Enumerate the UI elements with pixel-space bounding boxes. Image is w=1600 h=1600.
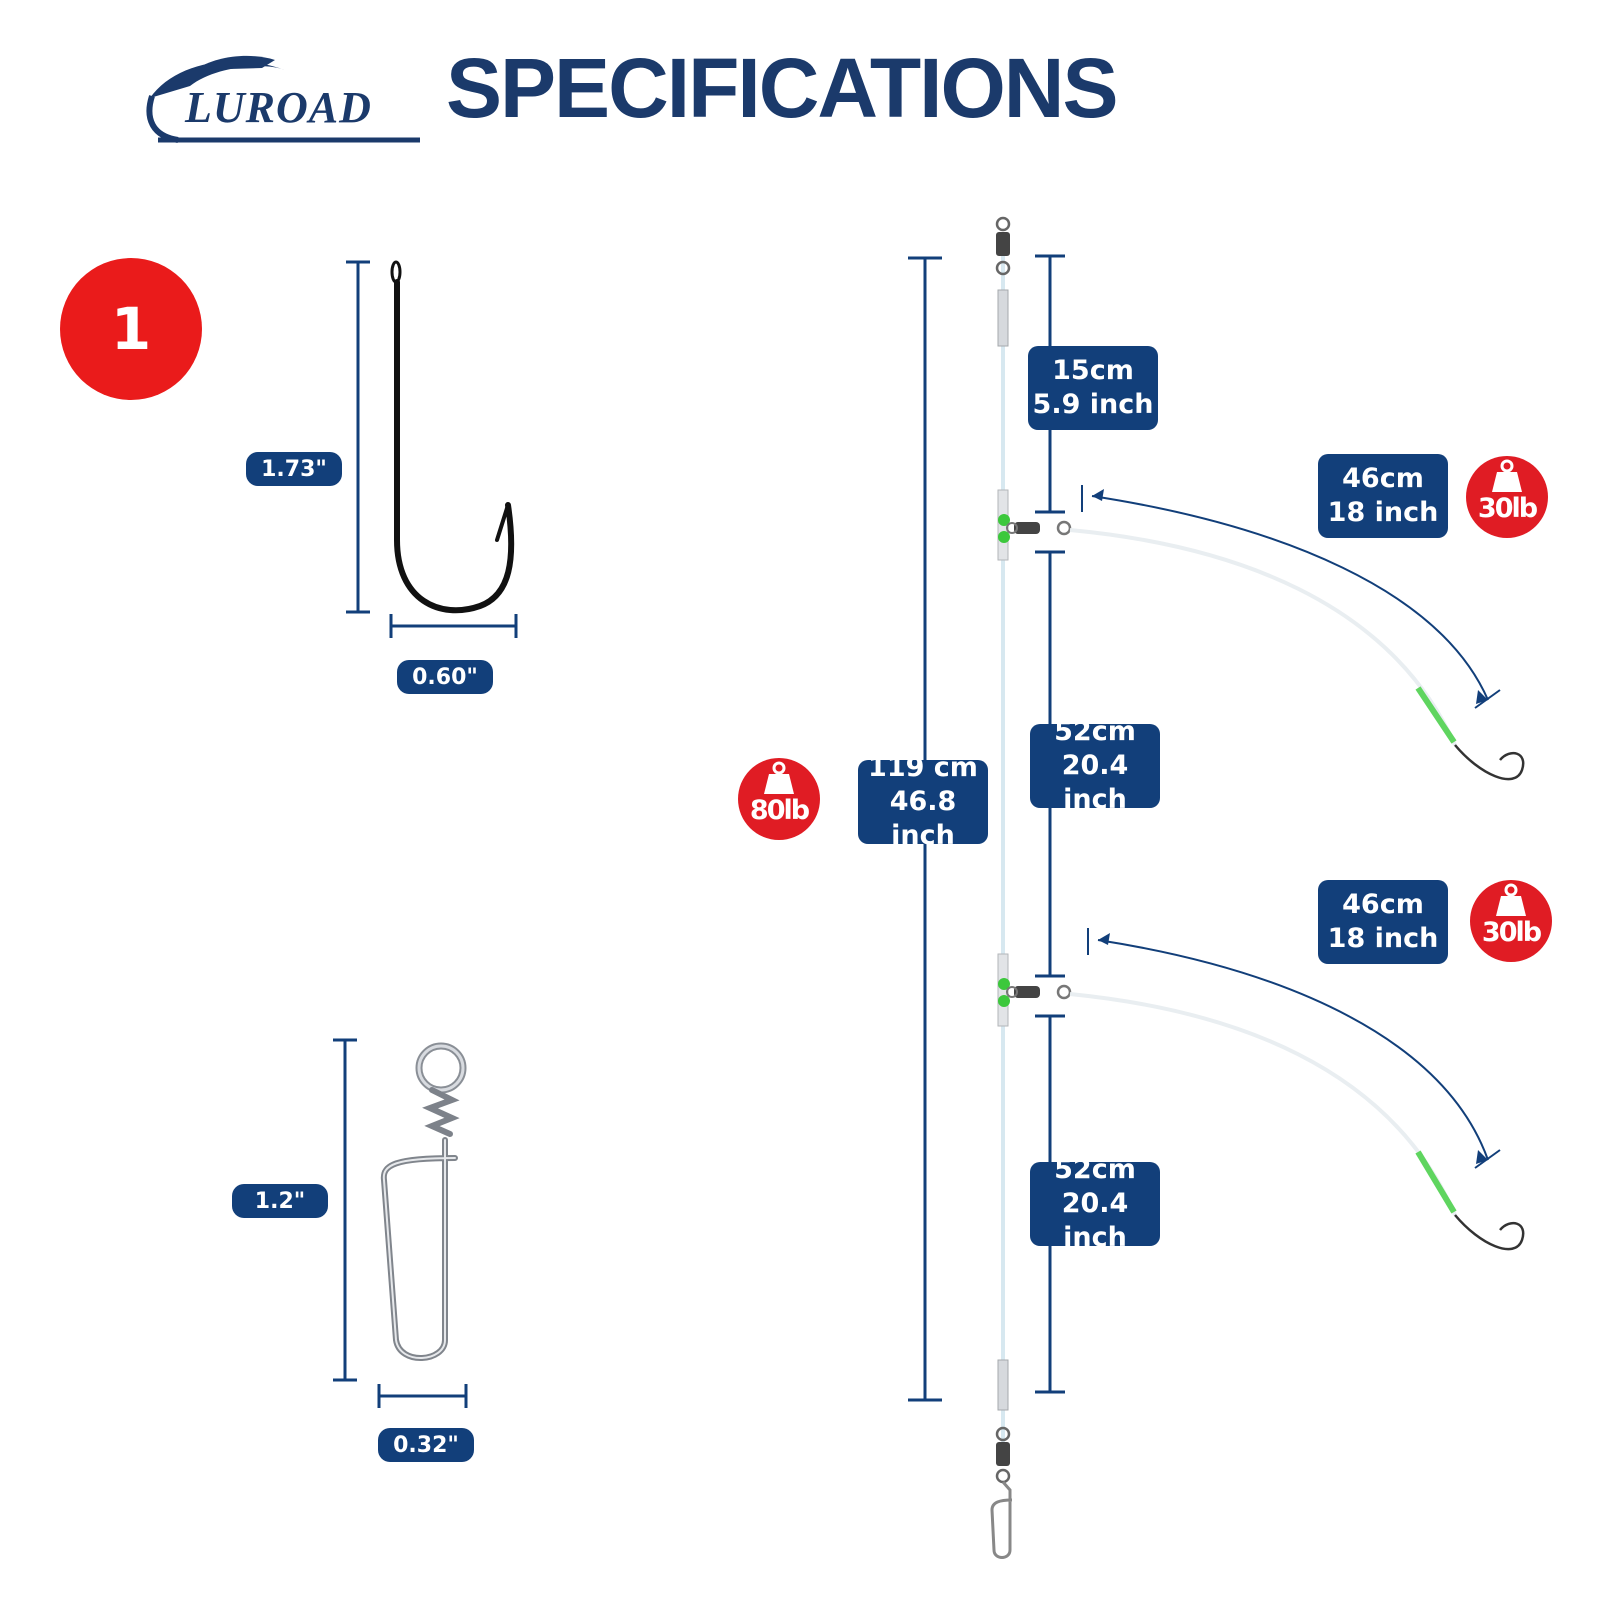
snap-dimension-vertical (333, 1038, 357, 1382)
lower-branch-cm: 46cm (1342, 889, 1424, 921)
upper-branch-strength: 30lb (1477, 493, 1538, 524)
upper-branch-assembly (998, 485, 1525, 781)
top-segment-label: 15cm 5.9 inch (1028, 346, 1158, 430)
lower-branch-strength-badge: 30lb (1470, 880, 1552, 962)
main-line-strength-badge: 80lb (738, 758, 820, 840)
upper-branch-label: 46cm 18 inch (1318, 454, 1448, 538)
main-line-strength: 80lb (749, 795, 810, 826)
middle-segment-inch: 20.4 inch (1061, 750, 1129, 815)
brand-logo-icon (146, 55, 420, 143)
panel-number-badge: 1 (60, 258, 202, 400)
upper-branch-inch: 18 inch (1327, 497, 1439, 528)
snap-dimension-horizontal (377, 1384, 468, 1408)
coastlock-snap-icon (380, 1042, 467, 1361)
crimp-sleeve (997, 1359, 1009, 1411)
total-length-cm: 119 cm (868, 752, 978, 784)
weight-icon (764, 761, 794, 794)
brand-name: LUROAD (185, 83, 372, 132)
hook-dimension-horizontal (389, 614, 518, 638)
upper-branch-cm: 46cm (1342, 463, 1424, 495)
top-segment-inch: 5.9 inch (1032, 389, 1154, 420)
bottom-swivel-snap-icon (990, 1426, 1013, 1559)
fishing-hook-icon (390, 260, 515, 614)
top-segment-cm: 15cm (1052, 355, 1134, 387)
hook-length-label: 1.73" (246, 452, 342, 486)
weight-icon (1496, 883, 1526, 916)
lower-branch-inch: 18 inch (1327, 923, 1439, 954)
hook-width-label: 0.60" (397, 660, 493, 694)
top-swivel-icon (995, 216, 1011, 276)
lower-branch-label: 46cm 18 inch (1318, 880, 1448, 964)
middle-segment-label: 52cm 20.4 inch (1030, 716, 1160, 815)
bottom-segment-cm: 52cm (1054, 1154, 1136, 1186)
lower-branch-strength: 30lb (1481, 917, 1542, 948)
bottom-segment-inch: 20.4 inch (1061, 1188, 1129, 1253)
total-length-inch: 46.8 inch (889, 786, 957, 851)
crimp-sleeve (997, 289, 1009, 347)
upper-branch-strength-badge: 30lb (1466, 456, 1548, 538)
bottom-segment-label: 52cm 20.4 inch (1030, 1154, 1160, 1253)
page-title: SPECIFICATIONS (446, 41, 1118, 135)
snap-width-label: 0.32" (378, 1428, 474, 1462)
middle-segment-cm: 52cm (1054, 716, 1136, 748)
weight-icon (1492, 459, 1522, 492)
snap-length-label: 1.2" (232, 1184, 328, 1218)
lower-branch-assembly (998, 928, 1525, 1251)
total-length-label: 119 cm 46.8 inch (858, 752, 988, 851)
hook-dimension-vertical (346, 260, 370, 614)
